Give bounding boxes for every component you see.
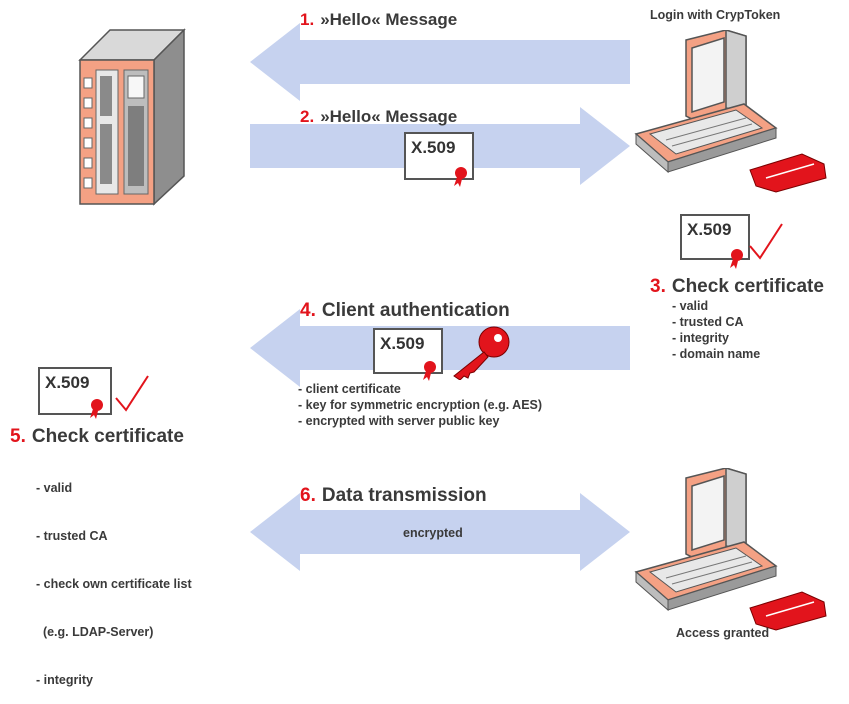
list-item: - domain name bbox=[672, 347, 761, 361]
seal-icon bbox=[730, 249, 743, 269]
encrypted-note: encrypted bbox=[403, 526, 463, 540]
step-2-title: 2. »Hello« Message bbox=[300, 107, 457, 127]
step-label: »Hello« Message bbox=[320, 10, 458, 29]
step-3-title: 3.Check certificate bbox=[650, 276, 824, 298]
arrows-layer bbox=[250, 23, 630, 571]
certificate-label: X.509 bbox=[45, 373, 90, 392]
server-icon bbox=[78, 28, 186, 206]
list-item: - valid bbox=[36, 481, 73, 495]
step-number: 6. bbox=[300, 485, 316, 506]
step-number: 2. bbox=[300, 107, 315, 126]
seal-icon bbox=[90, 399, 103, 419]
step-label: Data transmission bbox=[321, 485, 487, 506]
certificate-x509: X.509 bbox=[373, 328, 443, 374]
step-label: Check certificate bbox=[671, 276, 824, 297]
checkmark-icon bbox=[115, 375, 149, 412]
list-item: - trusted CA bbox=[672, 315, 744, 329]
list-item: - valid bbox=[672, 299, 709, 313]
arrow-step-1 bbox=[250, 23, 630, 101]
step-3-checklist: - valid - trusted CA - integrity - domai… bbox=[672, 298, 760, 362]
key-icon bbox=[453, 326, 510, 380]
step-label: »Hello« Message bbox=[320, 107, 458, 126]
certificate-label: X.509 bbox=[411, 138, 456, 157]
client-computer-icon bbox=[634, 30, 827, 193]
step-5-title: 5.Check certificate bbox=[10, 426, 184, 448]
step-number: 5. bbox=[10, 426, 26, 447]
list-item: - check own certificate list bbox=[36, 577, 192, 591]
step-label: Client authentication bbox=[321, 300, 510, 321]
certificate-label: X.509 bbox=[380, 334, 425, 353]
step-4-title: 4.Client authentication bbox=[300, 300, 510, 322]
step-4-details: - client certificate - key for symmetric… bbox=[298, 381, 542, 429]
step-number: 1. bbox=[300, 10, 315, 29]
list-item: - trusted CA bbox=[36, 529, 108, 543]
client-computer-icon bbox=[634, 468, 827, 631]
arrow-step-6 bbox=[250, 493, 630, 571]
list-item: - integrity bbox=[36, 673, 93, 687]
step-number: 4. bbox=[300, 300, 316, 321]
list-item: - key for symmetric encryption (e.g. AES… bbox=[298, 398, 543, 412]
certificate-label: X.509 bbox=[687, 220, 732, 239]
seal-icon bbox=[454, 167, 467, 187]
access-granted-caption: Access granted bbox=[676, 626, 770, 640]
checkmark-icon bbox=[749, 223, 783, 260]
seal-icon bbox=[423, 361, 436, 381]
list-item: - client certificate bbox=[298, 382, 401, 396]
login-caption: Login with CrypToken bbox=[650, 8, 781, 22]
step-label: Check certificate bbox=[31, 426, 184, 447]
step-6-title: 6.Data transmission bbox=[300, 485, 487, 507]
step-5-checklist: - valid - trusted CA - check own certifi… bbox=[36, 448, 192, 704]
list-item: - encrypted with server public key bbox=[298, 414, 500, 428]
step-number: 3. bbox=[650, 276, 666, 297]
list-item: - integrity bbox=[672, 331, 729, 345]
step-1-title: 1. »Hello« Message bbox=[300, 10, 457, 30]
list-item: (e.g. LDAP-Server) bbox=[36, 625, 154, 639]
